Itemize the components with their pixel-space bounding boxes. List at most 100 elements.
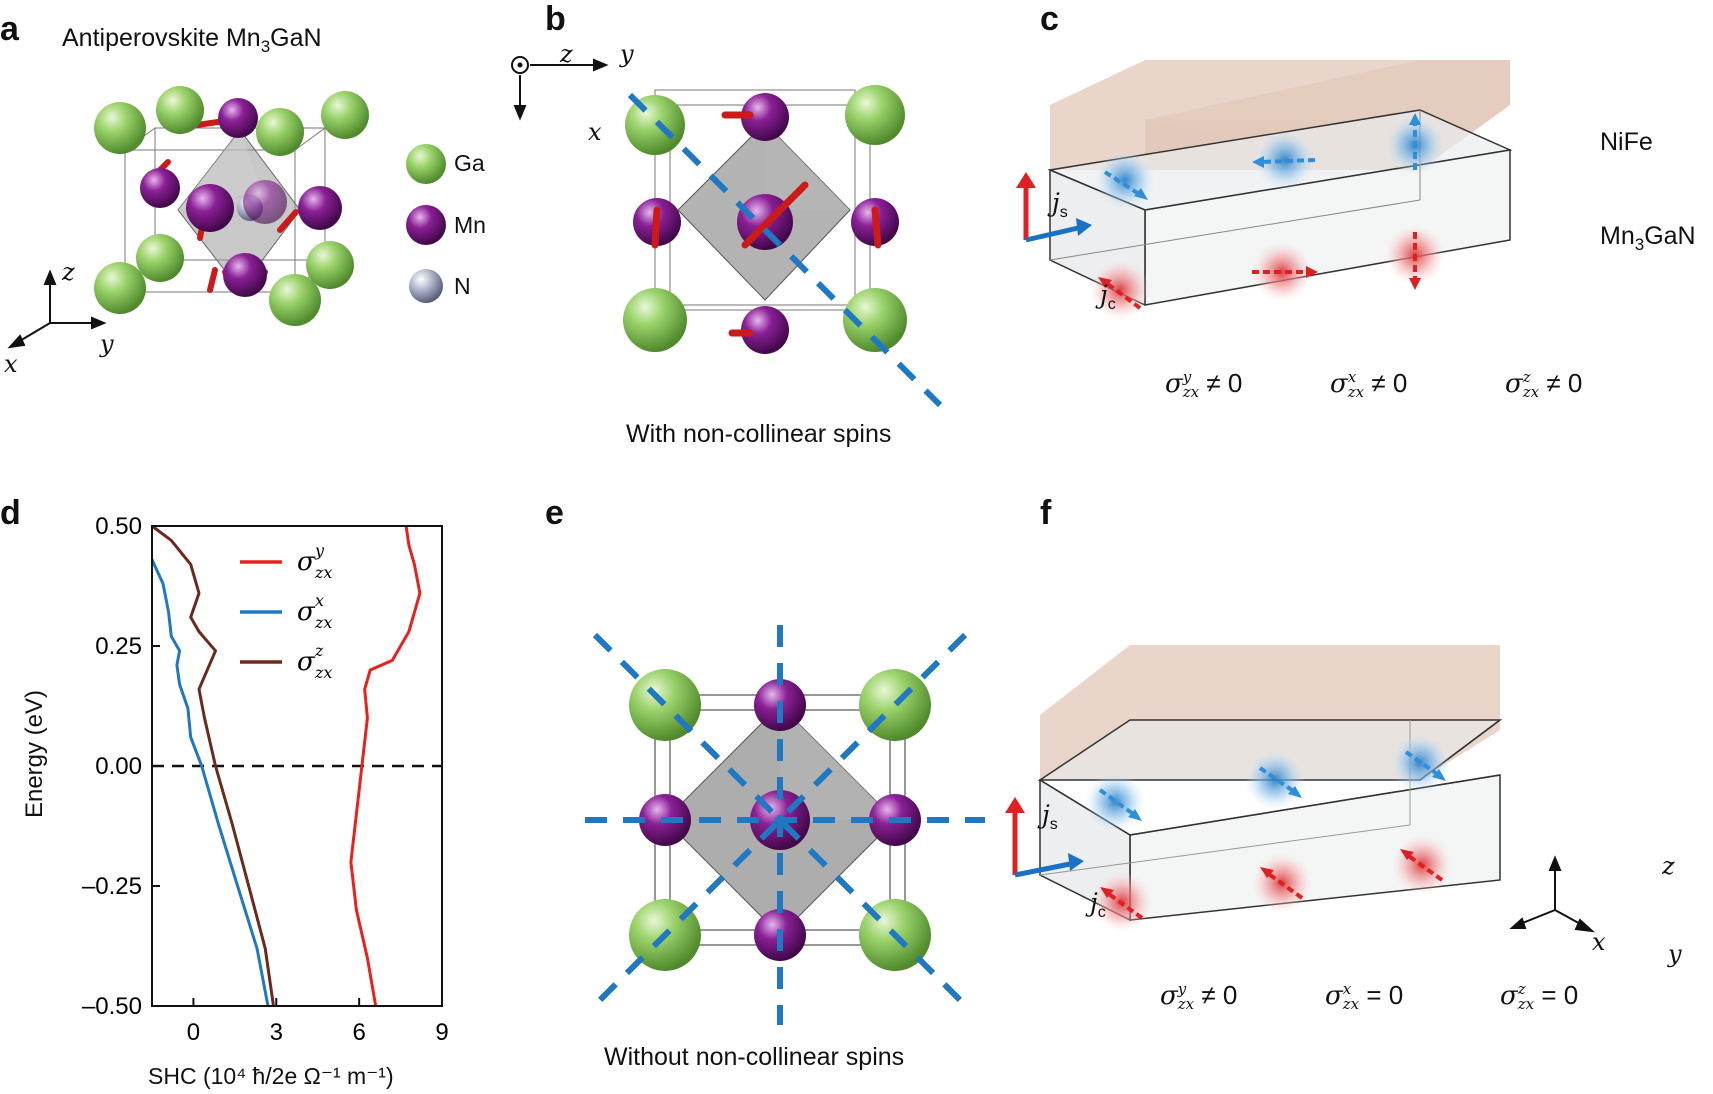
legend-sigma-sup: x	[315, 591, 324, 610]
condition-relation: ≠ 0	[1201, 980, 1238, 1010]
panel-c-mn3gan-sub: 3	[1634, 235, 1645, 254]
panel-c-jc-sub: c	[1107, 296, 1116, 313]
panel-c-mn3gan-label: Mn3GaN	[1600, 222, 1696, 255]
panel-c-jc-main: j	[1100, 280, 1108, 309]
legend-ga-label: Ga	[454, 150, 485, 176]
y-tick-label: –0.50	[82, 993, 142, 1020]
condition-sup: x	[1342, 980, 1352, 999]
sigma-symbol: σ	[1330, 369, 1348, 399]
panel-c-js-main: j	[1052, 188, 1060, 217]
ga-atom	[306, 241, 354, 289]
mn-atom	[741, 93, 789, 141]
panel-e-caption: Without non-collinear spins	[604, 1043, 905, 1071]
sigma-symbol: σ	[1500, 981, 1518, 1011]
mn-atom	[140, 168, 180, 208]
condition-relation: ≠ 0	[1206, 368, 1243, 398]
panel-a-title-sub: 3	[260, 37, 271, 56]
panel-f-js-main: j	[1042, 800, 1050, 829]
panel-e-label: e	[545, 494, 564, 532]
panel-b-label: b	[545, 0, 566, 38]
series-line-sigma-z	[151, 524, 275, 1007]
panel-f-jc-label: jc	[1090, 888, 1106, 922]
panel-a-axis-x: x	[4, 350, 18, 378]
panel-a-title-end: GaN	[270, 24, 322, 52]
panel-b-axis-z: z	[560, 40, 573, 68]
series-line-sigma-y	[349, 525, 422, 1007]
legend-n-sphere	[409, 269, 443, 303]
sigma-symbol: σ	[1505, 369, 1523, 399]
panel-f-jc-main: j	[1090, 888, 1098, 917]
series-line-sigma-x	[150, 558, 270, 1007]
mn-atom	[298, 186, 342, 230]
panel-c-mn3gan-main: Mn	[1600, 222, 1635, 250]
condition-sup: z	[1522, 368, 1531, 387]
legend-sigma-symbol: σ	[297, 547, 316, 577]
legend-n-label: N	[454, 273, 471, 299]
panel-f-jc-sub: c	[1097, 904, 1106, 921]
legend-sigma-symbol: σ	[297, 647, 316, 677]
mn-atom	[218, 98, 258, 138]
panel-e-crystal	[585, 625, 985, 1025]
condition-sub: zx	[1182, 383, 1200, 402]
panel-a-label: a	[0, 10, 19, 48]
legend-sigma-sup: y	[314, 541, 325, 560]
panel-f-axis-z: z	[1662, 852, 1675, 880]
condition-sub: zx	[1347, 383, 1365, 402]
condition-sub: zx	[1522, 383, 1540, 402]
condition-relation: = 0	[1541, 980, 1579, 1010]
y-tick-label: –0.25	[82, 873, 142, 900]
condition-relation: = 0	[1366, 980, 1404, 1010]
legend-sigma-sub: zx	[314, 563, 332, 582]
ga-atom	[845, 85, 905, 145]
panel-b-crystal	[511, 56, 943, 408]
ga-atom	[156, 86, 204, 134]
mn-atom	[243, 180, 287, 224]
panel-d-label: d	[0, 494, 21, 532]
panel-a-crystal	[7, 86, 446, 349]
condition-sup: x	[1347, 368, 1357, 387]
mn-atom	[741, 306, 789, 354]
panel-c-nife-label: NiFe	[1600, 128, 1653, 156]
ga-atom	[94, 262, 146, 314]
chart-d-ylabel: Energy (eV)	[21, 689, 48, 819]
panel-c-jc-label: jc	[1100, 280, 1116, 314]
panel-c-js-sub: s	[1059, 204, 1068, 221]
ga-atom	[321, 91, 369, 139]
panel-f-js-sub: s	[1049, 816, 1058, 833]
panel-a-axis-y: y	[100, 330, 114, 358]
panel-f-bilayer	[1005, 645, 1595, 933]
condition-relation: ≠ 0	[1371, 368, 1408, 398]
panel-b-caption: With non-collinear spins	[626, 420, 892, 448]
legend-sigma-sub: zx	[314, 613, 332, 632]
legend-sigma-sup: z	[314, 641, 324, 660]
y-tick-label: 0.50	[95, 513, 142, 540]
mirror-lines	[585, 625, 985, 1025]
condition-sup: y	[1182, 368, 1192, 387]
condition-sub: zx	[1177, 995, 1195, 1014]
panel-f-js-label: js	[1042, 800, 1058, 834]
legend-sigma-symbol: σ	[297, 597, 316, 627]
condition-sub: zx	[1342, 995, 1360, 1014]
condition-sub: zx	[1517, 995, 1535, 1014]
ga-atom	[625, 95, 685, 155]
condition-sup: y	[1177, 980, 1187, 999]
y-tick-label: 0.25	[95, 633, 142, 660]
panel-a-axis-z: z	[62, 258, 75, 286]
condition-relation: ≠ 0	[1546, 368, 1583, 398]
y-tick-label: 0.00	[95, 753, 142, 780]
panel-f-label: f	[1040, 494, 1052, 532]
panel-b-axis-x: x	[588, 118, 602, 146]
x-tick-label: 6	[352, 1019, 365, 1046]
ga-atom	[256, 108, 304, 156]
ga-atom	[623, 288, 687, 352]
legend-mn-sphere	[406, 205, 446, 245]
sigma-symbol: σ	[1325, 981, 1343, 1011]
panel-c-mn3gan-end: GaN	[1644, 222, 1696, 250]
